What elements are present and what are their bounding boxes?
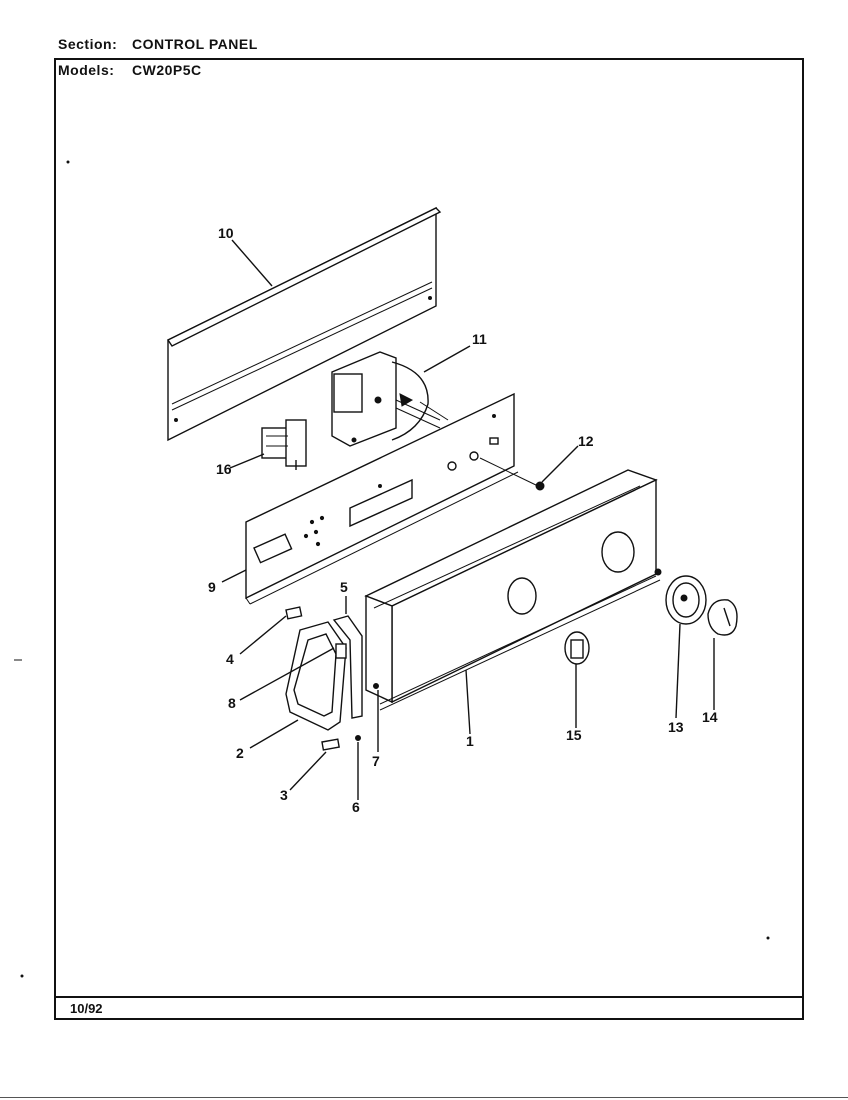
- part-13-dial: [665, 575, 707, 625]
- part-3-clip: [321, 738, 340, 751]
- leader-lines: [221, 239, 715, 800]
- part-9-control-panel: [245, 392, 539, 605]
- part-14-timer-knob: [707, 599, 738, 636]
- part-10-rear-panel: [166, 206, 442, 442]
- part-1-console: [364, 469, 662, 711]
- part-12-screw: [535, 481, 545, 491]
- callout-11: 11: [472, 331, 487, 347]
- diagram-frame: [54, 58, 804, 1020]
- callout-6: 6: [352, 799, 360, 815]
- footer-date: 10/92: [70, 1001, 103, 1016]
- part-7-screw: [373, 683, 379, 689]
- models-value: CW20P5C: [132, 62, 202, 78]
- callout-14: 14: [702, 709, 718, 725]
- section-header: Section: CONTROL PANEL: [58, 36, 258, 52]
- callout-1: 1: [466, 733, 474, 749]
- callout-10: 10: [218, 225, 234, 241]
- callout-4: 4: [226, 651, 234, 667]
- callout-12: 12: [578, 433, 594, 449]
- part-11-timer: [331, 351, 441, 447]
- part-8-connector: [335, 643, 347, 659]
- callout-9: 9: [208, 579, 216, 595]
- callout-labels: 10 11 12 16 9 5 4 8 2 3 6 7 1 15 13 14: [208, 225, 718, 815]
- part-6-screw: [355, 735, 361, 741]
- callout-7: 7: [372, 753, 380, 769]
- callout-15: 15: [566, 727, 582, 743]
- part-2-bracket: [285, 621, 347, 731]
- callout-8: 8: [228, 695, 236, 711]
- callout-2: 2: [236, 745, 244, 761]
- section-label: Section:: [58, 36, 118, 52]
- part-16-switch: [261, 419, 307, 470]
- models-header: Models: CW20P5C: [58, 62, 202, 78]
- part-15-selector-knob: [564, 631, 590, 665]
- callout-13: 13: [668, 719, 684, 735]
- callout-5: 5: [340, 579, 348, 595]
- part-5-trim-strip: [332, 615, 363, 719]
- page-bottom-rule: [0, 1097, 848, 1098]
- callout-16: 16: [216, 461, 232, 477]
- section-value: CONTROL PANEL: [132, 36, 258, 52]
- models-label: Models:: [58, 62, 115, 78]
- scan-specks: [14, 160, 770, 978]
- callout-3: 3: [280, 787, 288, 803]
- footer-divider: [54, 996, 804, 998]
- part-4-clip: [285, 606, 303, 620]
